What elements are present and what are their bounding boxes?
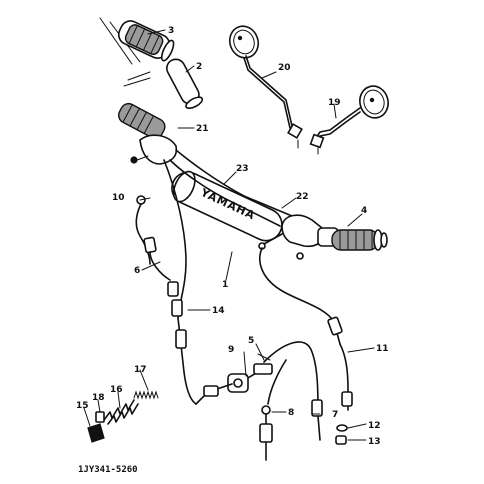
nut-part-13[interactable] [335, 435, 347, 445]
right-grip-part-4[interactable] [281, 214, 388, 251]
junction-block-part-9[interactable] [227, 363, 273, 393]
cable-run-lower-left[interactable] [195, 383, 233, 405]
adjuster-part-5[interactable] [257, 353, 271, 361]
throttle-cable-main[interactable] [259, 247, 353, 441]
grip-part-3[interactable] [99, 17, 176, 65]
callout-4: 4 [361, 206, 367, 216]
cable-part-8[interactable] [259, 359, 287, 461]
mirror-part-20[interactable] [225, 22, 303, 149]
callout-6: 6 [134, 266, 140, 276]
drawing-code: 1JY341-5260 [78, 465, 138, 475]
callout-1: 1 [222, 280, 228, 290]
callout-10: 10 [112, 193, 125, 203]
callout-2: 2 [196, 62, 202, 72]
callout-23: 23 [236, 164, 249, 174]
callout-22: 22 [296, 192, 309, 202]
callout-5: 5 [248, 336, 254, 346]
leader-lines [83, 29, 375, 441]
handlebar-part-1[interactable] [169, 149, 293, 227]
callout-11: 11 [376, 344, 389, 354]
callout-17: 17 [134, 365, 147, 375]
callout-9: 9 [228, 345, 234, 355]
spring-part-16[interactable] [103, 399, 139, 425]
callout-15: 15 [76, 401, 89, 411]
callout-8: 8 [288, 408, 294, 418]
callout-3: 3 [168, 26, 174, 36]
callout-7: 7 [332, 410, 338, 420]
washer-part-12[interactable] [336, 424, 348, 432]
callout-16: 16 [110, 385, 123, 395]
callout-14: 14 [212, 306, 225, 316]
choke-cable-part-10[interactable] [135, 195, 151, 265]
callout-20: 20 [278, 63, 291, 73]
throttle-sleeve-part-2[interactable] [123, 56, 204, 110]
spring-part-17[interactable] [133, 390, 159, 400]
callout-12: 12 [368, 421, 381, 431]
callout-13: 13 [368, 437, 381, 447]
lever-part-22[interactable] [258, 233, 304, 260]
cable-part-14[interactable] [163, 159, 197, 405]
callout-labels: 3 2 21 20 19 23 22 4 10 6 1 14 5 9 11 17… [76, 26, 389, 447]
callout-19: 19 [328, 98, 341, 108]
callout-18: 18 [92, 393, 105, 403]
cable-part-6[interactable] [143, 236, 179, 297]
cap-part-15[interactable] [87, 423, 105, 443]
mirror-part-19[interactable] [309, 83, 392, 155]
callout-21: 21 [196, 124, 209, 134]
nut-part-18[interactable] [95, 411, 105, 423]
left-grip[interactable] [116, 101, 178, 165]
